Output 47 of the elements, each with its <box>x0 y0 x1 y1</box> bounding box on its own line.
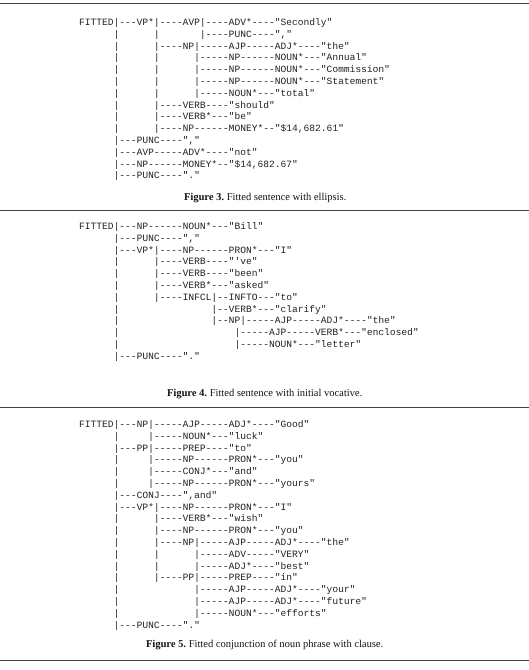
parse-tree-line: | |-----NOUN*---"luck" <box>112 430 264 443</box>
parse-tree-line: | | |-----NP------NOUN*---"Commission" <box>112 64 390 76</box>
parse-tree-line: |---VP*|----NP------PRON*---"I" <box>112 244 292 256</box>
parse-tree-line: |---VP*|----NP------PRON*---"I" <box>112 502 292 514</box>
parse-tree-line: | |----VERB----"been" <box>112 268 264 280</box>
parse-tree-line: | |----PP|-----PREP----"in" <box>112 572 298 584</box>
parse-tree-line: | |----NP|-----AJP-----ADJ*----"the" <box>112 537 350 549</box>
figure-caption: Figure 4. Fitted sentence with initial vocative. <box>167 388 362 399</box>
figure-caption: Figure 5. Fitted conjunction of noun phrase with clause. <box>146 639 384 650</box>
parse-tree-line: | |-----AJP-----ADJ*----"future" <box>112 596 367 608</box>
parse-tree-line: | |-----AJP-----ADJ*----"your" <box>112 584 356 596</box>
parse-tree-line: |---NP------MONEY*--"$14,682.67" <box>112 158 298 170</box>
parse-tree-line: | |--VERB*---"clarify" <box>112 304 327 316</box>
parse-tree-line: |---PUNC----"." <box>112 620 200 632</box>
parse-tree-line: |---PP|-----PREP----"to" <box>112 442 252 454</box>
parse-tree-line: | |----INFCL|--INFTO---"to" <box>112 292 298 304</box>
parse-tree-line: | |-----NOUN*---"efforts" <box>112 608 327 620</box>
parse-tree-line: | |----VERB----"'ve" <box>112 256 258 268</box>
parse-tree-line: |---PUNC----"." <box>112 170 200 182</box>
parse-tree-line: | | |----PUNC----"," <box>112 28 292 41</box>
parse-tree-line: |---PUNC----"," <box>112 232 200 245</box>
parse-tree-line: | | |-----NOUN*---"total" <box>112 88 316 100</box>
parse-tree-line: FITTED|---NP------NOUN*---"Bill" <box>79 221 264 233</box>
parse-tree-line: | |----VERB*---"wish" <box>112 513 264 526</box>
parse-tree-line: | |----VERB*---"be" <box>112 111 252 124</box>
parse-tree-line: |---CONJ----",and" <box>112 490 218 502</box>
parse-tree-line: | |-----AJP-----VERB*---"enclosed" <box>112 327 419 339</box>
parse-tree-line: | | |-----ADV-----"VERY" <box>112 548 310 561</box>
parse-tree-line: | |-----CONJ*---"and" <box>112 466 258 478</box>
parse-tree-line: | |-----NP------PRON*---"yours" <box>112 478 316 490</box>
figure-caption: Figure 3. Fitted sentence with ellipsis. <box>184 192 346 203</box>
parse-tree-line: | |-----NOUN*---"letter" <box>112 339 362 351</box>
parse-tree-line: FITTED|---NP|-----AJP-----ADJ*----"Good" <box>79 419 310 431</box>
parse-tree-line: | |----NP|-----AJP-----ADJ*----"the" <box>112 40 350 52</box>
parse-tree-line: | |----VERB----"should" <box>112 100 275 112</box>
parse-tree-line: |---PUNC----"," <box>112 135 200 147</box>
parse-tree-line: | |----NP------PRON*---"you" <box>112 525 304 537</box>
parse-tree-line: | | |-----NP------NOUN*---"Annual" <box>112 52 367 64</box>
parse-tree-line: | | |-----NP------NOUN*---"Statement" <box>112 76 384 88</box>
parse-tree-line: | |----VERB*---"asked" <box>112 280 269 292</box>
parse-tree-line: |---PUNC----"." <box>112 350 200 363</box>
parse-tree-line: | | |-----ADJ*----"best" <box>112 560 310 572</box>
parse-tree-line: | |-----NP------PRON*---"you" <box>112 454 304 466</box>
parse-tree-line: | |----NP------MONEY*--"$14,682.61" <box>112 123 344 135</box>
parse-tree-line: | |--NP|-----AJP-----ADJ*----"the" <box>112 315 396 328</box>
parse-tree-line: FITTED|---VP*|----AVP|----ADV*----"Secondly" <box>79 17 332 29</box>
parse-tree-line: |---AVP-----ADV*----"not" <box>112 146 258 159</box>
